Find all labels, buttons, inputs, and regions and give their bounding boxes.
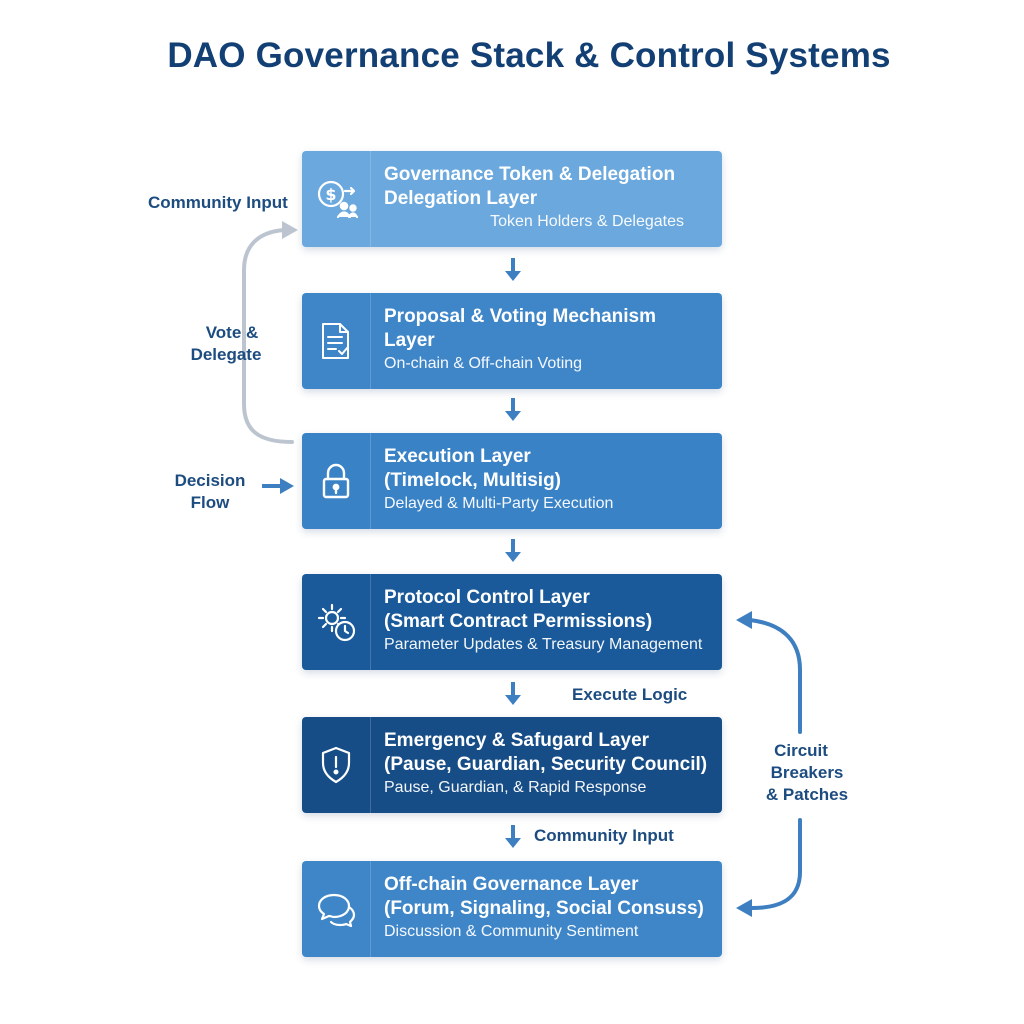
down-arrow-icon (505, 539, 521, 562)
vote-delegate-loop-arrowhead (282, 221, 298, 239)
execute-logic-label: Execute Logic (572, 685, 688, 704)
layer-emergency-safeguard[interactable]: Emergency & Safugard Layer (Pause, Guard… (302, 717, 722, 813)
decision-flow-label: Decision Flow (166, 470, 254, 514)
layer-protocol-control[interactable]: Protocol Control Layer (Smart Contract P… (302, 574, 722, 670)
vote-delegate-loop-arrow (242, 228, 294, 444)
token-delegation-icon: $ (302, 151, 371, 247)
layer-description: Token Holders & Delegates (490, 213, 684, 230)
layer-description: Pause, Guardian, & Rapid Response (384, 779, 647, 796)
layer-description: Delayed & Multi-Party Execution (384, 495, 614, 512)
vote-delegate-line2: Delegate (190, 345, 262, 364)
layer-title: Protocol Control Layer (384, 587, 590, 608)
gear-clock-icon (302, 574, 371, 670)
layer-subtitle: Delegation Layer (384, 188, 538, 209)
layer-execution[interactable]: Execution Layer (Timelock, Multisig) Del… (302, 433, 722, 529)
down-arrow-icon (505, 398, 521, 421)
down-arrow-icon (505, 258, 521, 281)
layer-title: Governance Token & Delegation (384, 164, 676, 185)
circuit-line2: Breakers (770, 763, 844, 782)
layer-description: On-chain & Off-chain Voting (384, 355, 583, 372)
circuit-breakers-down-arrowhead (736, 899, 752, 917)
circuit-breakers-up-arrow (748, 618, 802, 734)
down-arrow-icon (505, 682, 521, 705)
shield-alert-icon (302, 717, 371, 813)
layer-subtitle: (Pause, Guardian, Security Council) (384, 754, 708, 775)
layer-off-chain-governance[interactable]: Off-chain Governance Layer (Forum, Signa… (302, 861, 722, 957)
community-input-bottom-label: Community Input (534, 826, 674, 845)
lock-icon (302, 433, 371, 529)
circuit-breakers-down-arrow (750, 818, 802, 910)
down-arrow-icon (505, 825, 521, 848)
decision-flow-arrowhead (280, 478, 294, 494)
layer-description: Discussion & Community Sentiment (384, 923, 639, 940)
decision-flow-line2: Flow (190, 493, 230, 512)
layer-title: Execution Layer (384, 446, 531, 467)
layer-title: Emergency & Safugard Layer (384, 730, 650, 751)
layer-subtitle: (Smart Contract Permissions) (384, 611, 653, 632)
layer-description: Parameter Updates & Treasury Management (384, 636, 703, 653)
chat-bubbles-icon (302, 861, 371, 957)
circuit-breakers-label: Circuit Breakers & Patches (752, 740, 862, 806)
community-input-label: Community Input (148, 193, 288, 212)
decision-flow-line1: Decision (174, 471, 246, 490)
circuit-line1: Circuit (774, 741, 828, 760)
layer-subtitle: (Timelock, Multisig) (384, 470, 562, 491)
page-title: DAO Governance Stack & Control Systems (167, 36, 891, 75)
vote-delegate-line1: Vote & (205, 323, 259, 342)
document-check-icon (302, 293, 371, 389)
layer-title: Off-chain Governance Layer (384, 874, 639, 895)
circuit-line3: & Patches (765, 785, 849, 804)
circuit-breakers-up-arrowhead (736, 611, 752, 629)
layer-title: Proposal & Voting Mechanism (384, 306, 657, 327)
vote-delegate-label: Vote & Delegate (182, 322, 270, 366)
layer-subtitle: (Forum, Signaling, Social Consuss) (384, 898, 704, 919)
layer-subtitle: Layer (384, 330, 435, 351)
layer-proposal-voting[interactable]: Proposal & Voting Mechanism Layer On-cha… (302, 293, 722, 389)
svg-text:$: $ (325, 185, 336, 204)
layer-governance-token[interactable]: $ Governance Token & Delegation Delegati… (302, 151, 722, 247)
